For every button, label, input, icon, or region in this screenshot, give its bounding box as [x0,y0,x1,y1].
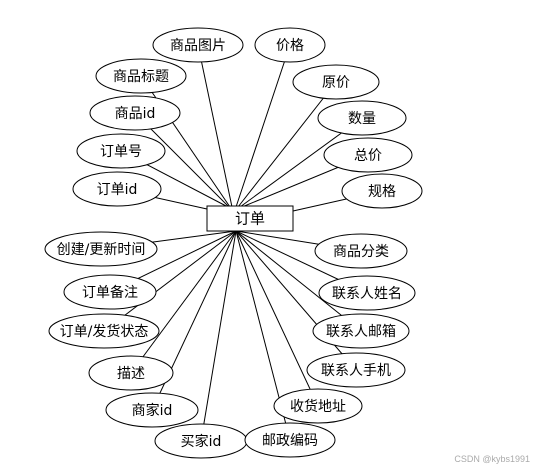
attribute-ellipse [273,388,363,424]
attribute-label: 商品分类 [333,244,389,260]
attribute-ellipse [63,274,157,310]
attribute-ellipse [95,58,187,94]
attribute-label: 创建/更新时间 [57,242,146,258]
attribute-label: 收货地址 [290,398,346,415]
attribute-ellipse [76,133,166,169]
connector-order-ship-status [103,230,237,332]
attribute-label: 订单备注 [82,284,138,301]
attribute-product-title: 商品标题 [95,58,187,94]
attribute-ellipse [105,392,199,428]
attribute-ellipse [72,171,162,207]
connector-product-image [197,44,233,208]
attribute-ellipse [292,64,380,100]
attribute-price: 价格 [254,27,326,63]
attribute-label: 订单号 [100,144,142,160]
attribute-quantity: 数量 [317,100,407,136]
attribute-order-remark: 订单备注 [63,274,157,310]
connector-price [235,44,291,208]
attribute-ellipse [341,173,423,209]
attribute-label: 联系人姓名 [332,286,402,302]
connector-contact-email [235,230,362,332]
attribute-shipping-address: 收货地址 [273,388,363,424]
attribute-ellipse [152,27,244,63]
attribute-order-number: 订单号 [76,133,166,169]
attribute-description: 描述 [88,355,174,391]
attribute-ellipse [244,422,336,458]
attribute-label: 商品id [115,106,156,122]
attribute-postal-code: 邮政编码 [244,422,336,458]
attribute-label: 联系人邮箱 [326,324,396,340]
attribute-product-category: 商品分类 [314,233,408,269]
attribute-ellipse [306,352,406,388]
connector-shipping-address [235,230,319,407]
attribute-contact-email: 联系人邮箱 [312,313,410,349]
connector-description [130,230,237,374]
attribute-order-ship-status: 订单/发货状态 [48,313,160,349]
attribute-label: 订单id [97,182,138,198]
attribute-label: 商品标题 [113,69,169,85]
order-entity: 订单 [206,205,294,232]
attribute-ellipse [44,231,158,267]
attribute-create-update-time: 创建/更新时间 [44,231,158,267]
attribute-label: 订单/发货状态 [60,323,149,340]
attribute-total-price: 总价 [323,137,413,173]
attribute-label: 原价 [322,75,350,91]
attribute-ellipse [254,27,326,63]
entity-box [206,205,294,232]
attribute-ellipse [314,233,408,269]
attribute-order-id: 订单id [72,171,162,207]
attribute-ellipse [318,275,416,311]
entity-label: 订单 [235,210,265,228]
attribute-label: 商家id [132,402,173,419]
attribute-label: 买家id [181,433,222,450]
attribute-spec: 规格 [341,173,423,209]
attribute-label: 联系人手机 [321,363,391,379]
attribute-label: 描述 [117,366,145,382]
connector-contact-phone [235,230,357,371]
attribute-label: 商品图片 [170,38,226,54]
attribute-contact-phone: 联系人手机 [306,352,406,388]
watermark: CSDN @kybs1991 [454,454,530,464]
attribute-ellipse [317,100,407,136]
attribute-label: 规格 [368,184,396,200]
attribute-original-price: 原价 [292,64,380,100]
connector-buyer-id [200,230,237,442]
attribute-ellipse [89,95,181,131]
attribute-ellipse [323,137,413,173]
attribute-ellipse [312,313,410,349]
attribute-ellipse [48,313,160,349]
connector-original-price [237,81,337,208]
attribute-label: 邮政编码 [262,433,318,449]
attribute-merchant-id: 商家id [105,392,199,428]
attribute-label: 价格 [276,38,304,54]
attribute-product-image: 商品图片 [152,27,244,63]
attribute-ellipse [88,355,174,391]
attribute-label: 总价 [354,148,382,164]
attribute-product-id: 商品id [89,95,181,131]
attribute-label: 数量 [348,111,376,127]
attribute-buyer-id: 买家id [154,423,248,459]
attribute-contact-name: 联系人姓名 [318,275,416,311]
